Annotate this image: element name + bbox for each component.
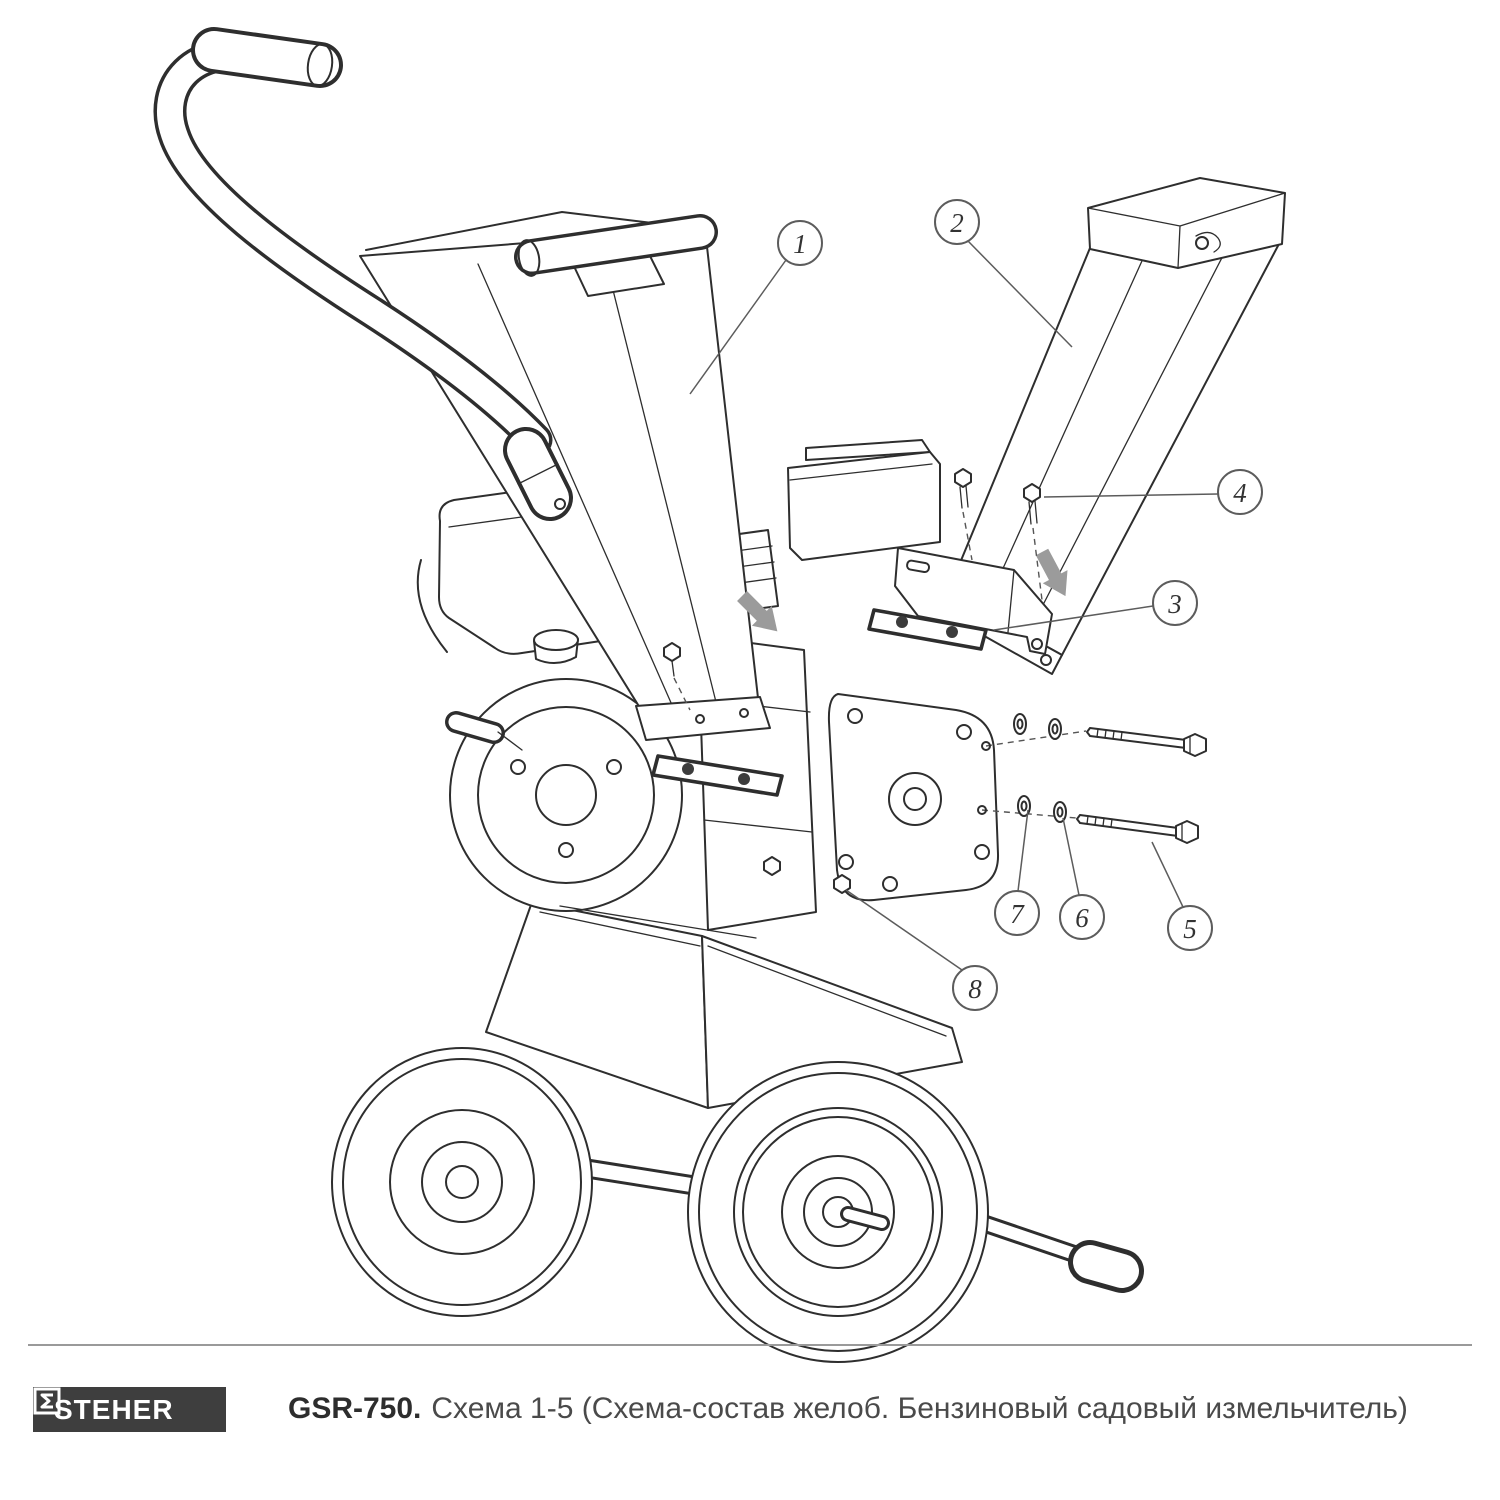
callout-4: 4 [1043, 469, 1263, 515]
insert-arrows [737, 548, 1068, 632]
crankcase [827, 693, 1000, 902]
nuts [1048, 718, 1067, 823]
callout-6-label: 6 [1075, 903, 1089, 933]
callout-3-label: 3 [1167, 589, 1182, 619]
callout-4-label: 4 [1233, 478, 1247, 508]
chute-cap [1087, 177, 1286, 269]
bracket-bolts [954, 468, 1043, 601]
callout-2-label: 2 [950, 208, 964, 238]
blade-plate-lower [651, 754, 784, 797]
engine-mount-bolt [763, 856, 851, 894]
feed-arrow-icon [1035, 548, 1068, 597]
long-bolts [977, 713, 1207, 844]
blade-plate-upper [867, 608, 988, 651]
callout-1: 1 [689, 220, 823, 395]
callout-8-label: 8 [968, 974, 982, 1004]
callout-1-label: 1 [793, 229, 807, 259]
callouts: 1 2 3 4 5 [689, 199, 1263, 1011]
footer-divider [28, 1344, 1472, 1346]
caption-text: Схема 1-5 (Схема-состав желоб. Бензиновы… [431, 1392, 1408, 1425]
wheel-right [687, 1061, 989, 1363]
discharge-chute [937, 177, 1286, 675]
logo-brand-text: STEHER [54, 1393, 174, 1425]
callout-8: 8 [845, 889, 998, 1011]
callout-6: 6 [1059, 817, 1105, 940]
callout-7-label: 7 [1010, 899, 1025, 929]
recoil-starter [445, 678, 683, 912]
wheel-left [331, 1047, 593, 1317]
model-number: GSR-750. [288, 1392, 422, 1425]
frame-stand [485, 901, 963, 1109]
callout-7: 7 [994, 809, 1040, 936]
feed-arrow-icon [737, 591, 778, 632]
air-filter [787, 439, 941, 561]
callout-5: 5 [1151, 841, 1213, 951]
callout-2: 2 [934, 199, 1073, 348]
latch [1195, 236, 1209, 250]
handle [153, 27, 573, 521]
steher-logo: STEHER [33, 1387, 226, 1432]
callout-5-label: 5 [1183, 914, 1197, 944]
washers [1013, 713, 1031, 817]
diagram-caption: GSR-750. Схема 1-5 (Схема-состав желоб. Б… [288, 1392, 1408, 1426]
callout-3: 3 [993, 580, 1198, 631]
